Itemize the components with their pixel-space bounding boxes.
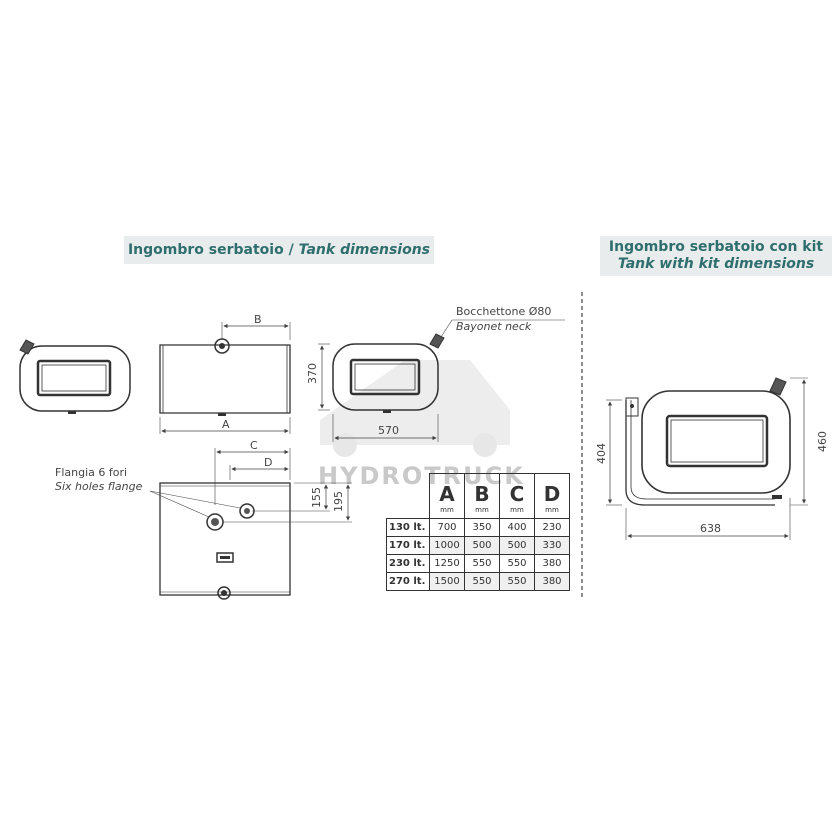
header-right-line2: Tank with kit dimensions xyxy=(617,256,815,272)
cell-d: 330 xyxy=(534,536,570,555)
tank-front-view-with-neck: 370 570 xyxy=(306,319,565,442)
dim-195: 195 xyxy=(332,491,345,512)
table-row: 130 lt. 700 350 400 230 xyxy=(386,518,570,537)
dim-570: 570 xyxy=(378,424,399,437)
tank-with-kit-view: 404 460 638 xyxy=(595,377,829,540)
flange-label-en: Six holes flange xyxy=(55,480,143,493)
table-row: 230 lt. 1250 550 550 380 xyxy=(386,554,570,573)
col-b-unit: mm xyxy=(464,506,500,519)
cell-b: 550 xyxy=(464,554,500,573)
table-corner xyxy=(387,474,430,507)
cell-a: 1500 xyxy=(429,572,465,591)
col-a-header: A xyxy=(429,473,465,506)
col-b-header: B xyxy=(464,473,500,506)
cell-c: 500 xyxy=(499,536,535,555)
col-c-unit: mm xyxy=(499,506,535,519)
cell-d: 380 xyxy=(534,554,570,573)
cell-d: 380 xyxy=(534,572,570,591)
neck-label-en: Bayonet neck xyxy=(456,320,532,333)
tank-top-view: C D 155 195 xyxy=(149,439,352,600)
cell-a: 1250 xyxy=(429,554,465,573)
header-tank-dimensions: Ingombro serbatoio / Tank dimensions xyxy=(124,236,434,264)
col-d-unit: mm xyxy=(534,506,570,519)
row-label: 270 lt. xyxy=(386,572,430,591)
dim-460: 460 xyxy=(816,431,829,452)
cell-c: 400 xyxy=(499,518,535,537)
flange-label-it: Flangia 6 fori xyxy=(55,466,127,479)
dim-638: 638 xyxy=(700,522,721,535)
cell-c: 550 xyxy=(499,554,535,573)
tank-side-view: B A xyxy=(159,313,291,434)
col-a-unit: mm xyxy=(429,506,465,519)
col-d-header: D xyxy=(534,473,570,506)
header-left-italic: Tank dimensions xyxy=(298,242,431,258)
cell-b: 500 xyxy=(464,536,500,555)
header-right-line1: Ingombro serbatoio con kit xyxy=(608,239,824,255)
tank-front-view xyxy=(19,339,131,414)
dim-370: 370 xyxy=(306,363,319,384)
cell-c: 550 xyxy=(499,572,535,591)
neck-label-it: Bocchettone Ø80 xyxy=(456,305,551,318)
dim-155: 155 xyxy=(310,487,323,508)
cell-d: 230 xyxy=(534,518,570,537)
header-left-text: Ingombro serbatoio / xyxy=(127,242,299,258)
dim-d: D xyxy=(264,456,272,469)
dim-a: A xyxy=(222,418,230,431)
row-label: 170 lt. xyxy=(386,536,430,555)
cell-b: 350 xyxy=(464,518,500,537)
dim-404: 404 xyxy=(595,443,608,464)
cell-a: 1000 xyxy=(429,536,465,555)
cell-b: 550 xyxy=(464,572,500,591)
table-corner-unit xyxy=(387,506,430,519)
col-c-header: C xyxy=(499,473,535,506)
cell-a: 700 xyxy=(429,518,465,537)
dim-c: C xyxy=(250,439,258,452)
capacity-table: A B C D mm mm mm mm 130 lt. 700 350 400 … xyxy=(386,473,570,591)
row-label: 230 lt. xyxy=(386,554,430,573)
table-row: 170 lt. 1000 500 500 330 xyxy=(386,536,570,555)
table-row: 270 lt. 1500 550 550 380 xyxy=(386,572,570,591)
row-label: 130 lt. xyxy=(386,518,430,537)
dim-b: B xyxy=(254,313,262,326)
